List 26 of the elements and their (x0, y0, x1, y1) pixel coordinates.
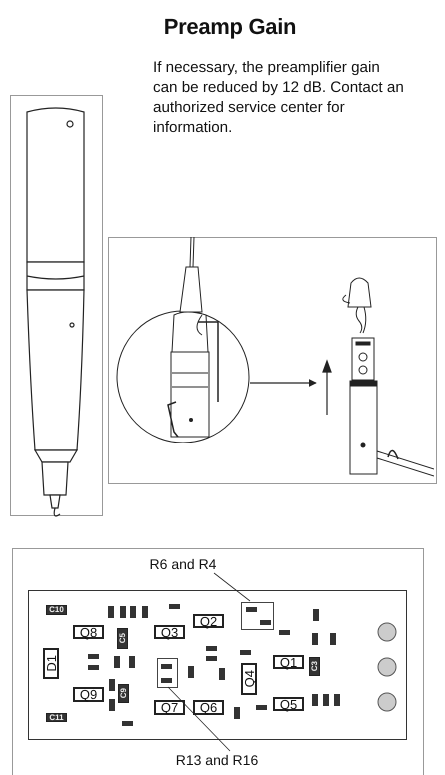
component-outline: Q5 (273, 697, 304, 711)
component-group-outline (157, 658, 178, 688)
component-outline: D1 (43, 648, 59, 679)
circuit-board (28, 590, 407, 740)
callout-label: R13 and R16 (163, 751, 271, 769)
component-outline: Q1 (273, 655, 304, 669)
microphone-closeup-drawing (116, 237, 250, 443)
capacitor-chip: C9 (118, 684, 129, 703)
instruction-text: If necessary, the preamplifier gain can be reduced by 12 dB. Contact an authorized service center for information. (153, 58, 405, 138)
component-group-outline (241, 602, 274, 630)
capacitor-chip: C3 (309, 657, 320, 676)
capacitor-chip: C10 (46, 605, 67, 615)
leader-line (214, 572, 250, 602)
component-outline: Q2 (193, 614, 224, 628)
heading: Preamp Gain (162, 14, 298, 40)
arrow (250, 379, 317, 387)
callout-label: R6 and R4 (143, 555, 223, 573)
component-outline: Q8 (73, 625, 104, 639)
capacitor-chip: C5 (117, 628, 128, 649)
component-outline: Q3 (154, 625, 185, 639)
component-outline: Q6 (193, 700, 224, 715)
component-outline: Q4 (241, 663, 257, 695)
leader-line (168, 686, 230, 752)
component-outline: Q9 (73, 687, 104, 702)
component-outline: Q7 (154, 700, 185, 715)
capacitor-chip: C11 (46, 713, 67, 722)
